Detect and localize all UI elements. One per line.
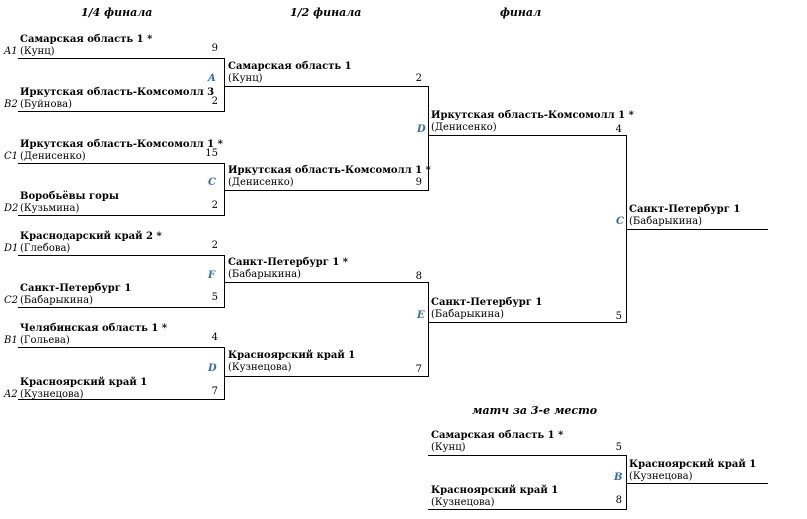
seed-label: D1	[4, 243, 19, 254]
seed-label: B1	[4, 335, 18, 346]
team-score: 7	[211, 386, 218, 397]
bracket-line	[225, 282, 429, 283]
team-coach: (Кузнецова)	[228, 362, 292, 373]
court-label: B	[614, 472, 623, 483]
court-label: C	[616, 216, 624, 227]
team-name: Воробьёвы горы	[20, 191, 119, 202]
bracket-connector	[224, 255, 225, 308]
seed-label: B2	[4, 99, 18, 110]
bracket-line	[225, 190, 429, 191]
bracket-line	[18, 215, 225, 216]
team-name: Красноярский край 1	[20, 377, 148, 388]
team-name: Иркутская область-Комсомолл 1 *	[228, 165, 431, 176]
team-score: 9	[415, 177, 422, 188]
team-score: 4	[615, 124, 622, 135]
team-name: Иркутская область-Комсомолл 3	[20, 87, 215, 98]
bracket-line	[428, 322, 627, 323]
team-name: Санкт-Петербург 1	[431, 297, 543, 308]
court-label: C	[208, 177, 216, 188]
team-score: 2	[211, 240, 218, 251]
team-score: 9	[211, 43, 218, 54]
bracket-line	[225, 376, 429, 377]
champion-coach: (Бабарыкина)	[629, 216, 702, 227]
team-name: Красноярский край 1	[431, 485, 559, 496]
bracket-line	[626, 229, 768, 230]
bracket-line	[18, 307, 225, 308]
court-label: A	[208, 73, 216, 84]
bracket-line	[428, 455, 627, 456]
team-coach: (Денисенко)	[431, 122, 497, 133]
bracket-connector	[224, 163, 225, 216]
seed-label: D2	[4, 203, 19, 214]
team-name: Краснодарский край 2 *	[20, 231, 162, 242]
seed-label: A2	[4, 389, 18, 400]
team-score: 4	[211, 332, 218, 343]
team-coach: (Кузнецова)	[20, 389, 84, 400]
bracket-connector	[224, 58, 225, 112]
team-coach: (Денисенко)	[228, 177, 294, 188]
team-coach: (Глебова)	[20, 243, 71, 254]
court-label: E	[417, 310, 425, 321]
final-header: финал	[500, 6, 542, 19]
team-score: 15	[205, 148, 218, 159]
team-coach: (Денисенко)	[20, 151, 86, 162]
team-coach: (Кунц)	[431, 442, 466, 453]
bracket-line	[428, 509, 627, 510]
semifinal-header: 1/2 финала	[290, 6, 362, 19]
team-score: 7	[415, 364, 422, 375]
team-coach: (Буйнова)	[20, 99, 72, 110]
bracket-line	[428, 135, 627, 136]
seed-label: A1	[4, 46, 18, 57]
third-place-header: матч за 3-е место	[472, 404, 598, 417]
team-score: 5	[211, 292, 218, 303]
seed-label: C1	[4, 151, 19, 162]
team-coach: (Кузьмина)	[20, 203, 80, 214]
team-name: Иркутская область-Комсомолл 1 *	[20, 139, 223, 150]
team-score: 2	[415, 73, 422, 84]
champion-name: Санкт-Петербург 1	[629, 204, 741, 215]
seed-label: C2	[4, 295, 19, 306]
bracket-line	[18, 399, 225, 400]
third-place-winner-coach: (Кузнецова)	[629, 471, 693, 482]
bracket-connector	[626, 455, 627, 510]
team-coach: (Бабарыкина)	[228, 269, 301, 280]
team-coach: (Гольева)	[20, 335, 70, 346]
bracket-connector	[428, 86, 429, 191]
bracket-line	[18, 58, 225, 59]
court-label: D	[208, 363, 217, 374]
team-score: 5	[615, 442, 622, 453]
team-score: 2	[211, 96, 218, 107]
team-score: 8	[615, 495, 622, 506]
bracket-line	[225, 86, 429, 87]
team-name: Челябинская область 1 *	[20, 323, 168, 334]
team-name: Санкт-Петербург 1	[20, 283, 132, 294]
team-name: Красноярский край 1	[228, 350, 356, 361]
court-label: D	[417, 124, 426, 135]
team-name: Иркутская область-Комсомолл 1 *	[431, 110, 634, 121]
team-name: Самарская область 1 *	[20, 34, 153, 45]
bracket-line	[626, 483, 768, 484]
team-coach: (Бабарыкина)	[20, 295, 93, 306]
team-coach: (Кунц)	[228, 73, 263, 84]
team-name: Самарская область 1 *	[431, 430, 564, 441]
team-score: 5	[615, 311, 622, 322]
team-score: 2	[211, 200, 218, 211]
team-score: 8	[415, 271, 422, 282]
quarterfinal-header: 1/4 финала	[81, 6, 153, 19]
court-label: F	[208, 270, 216, 281]
team-name: Санкт-Петербург 1 *	[228, 257, 349, 268]
bracket-line	[18, 111, 225, 112]
bracket-line	[18, 255, 225, 256]
team-coach: (Кунц)	[20, 46, 55, 57]
bracket-connector	[428, 282, 429, 377]
bracket-connector	[224, 347, 225, 400]
team-coach: (Кузнецова)	[431, 497, 495, 508]
team-coach: (Бабарыкина)	[431, 309, 504, 320]
team-name: Самарская область 1	[228, 61, 352, 72]
third-place-winner-name: Красноярский край 1	[629, 459, 757, 470]
bracket-line	[18, 163, 225, 164]
bracket-line	[18, 347, 225, 348]
